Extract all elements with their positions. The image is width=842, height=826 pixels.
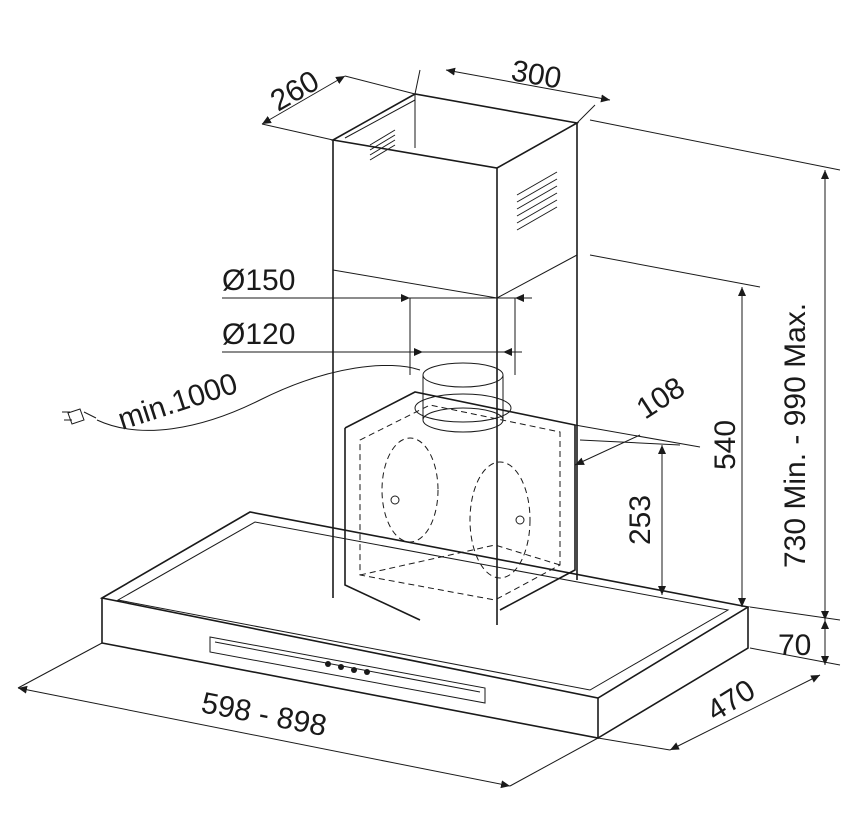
- power-cable: [96, 364, 421, 431]
- dim-chimney-width: 300: [509, 54, 564, 95]
- dim-total-height: 730 Min. - 990 Max.: [779, 303, 812, 568]
- fan-left: [381, 437, 439, 543]
- dim-chimney-depth: 260: [265, 64, 325, 118]
- dim-duct-inner: Ø120: [222, 318, 295, 351]
- motor-housing: [344, 362, 576, 621]
- dim-cable-length: min.1000: [114, 367, 242, 437]
- dimension-lines: [17, 67, 841, 789]
- dim-motor-height: 253: [624, 495, 657, 545]
- control-buttons-icon: [325, 661, 370, 675]
- dim-offset: 108: [631, 371, 691, 426]
- fan-right: [469, 461, 531, 579]
- dim-canopy-depth: 470: [701, 673, 761, 728]
- dim-canopy-height: 70: [778, 629, 811, 662]
- dim-body-height: 540: [709, 420, 742, 470]
- dim-duct-outer: Ø150: [222, 264, 295, 297]
- chimney: [330, 93, 580, 625]
- power-plug-icon: [62, 408, 97, 425]
- vent-left: [369, 129, 396, 161]
- dim-canopy-width: 598 - 898: [199, 686, 330, 743]
- vent-right: [516, 171, 558, 231]
